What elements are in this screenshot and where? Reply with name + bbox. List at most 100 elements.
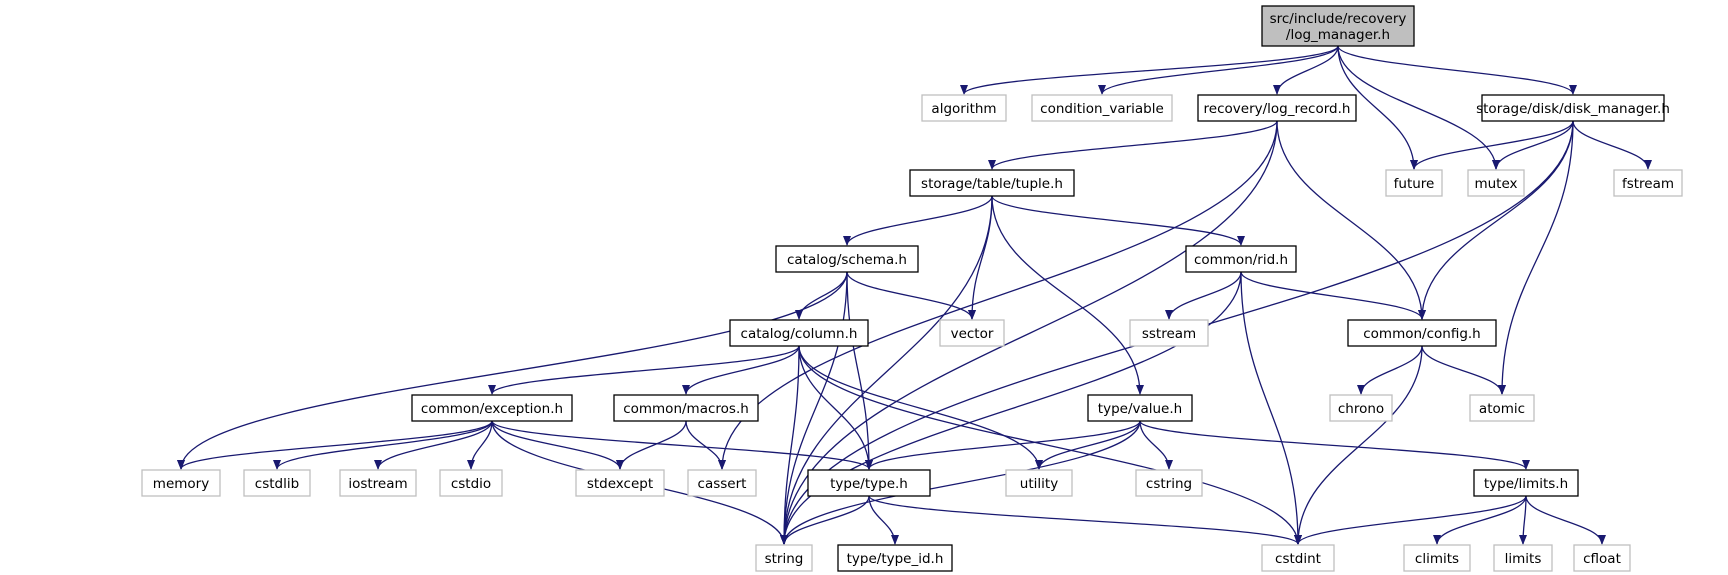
node-cstring: cstring (1135, 469, 1203, 497)
node-storage-disk-disk-manager-h[interactable]: storage/disk/disk_manager.h (1476, 94, 1670, 122)
node-box (1135, 469, 1203, 497)
node-box (1469, 394, 1535, 422)
node-box (909, 169, 1075, 197)
edge-column-to-utility (798, 345, 1043, 470)
node-label: common/rid.h (1194, 252, 1288, 268)
node-catalog-column-h[interactable]: catalog/column.h (729, 319, 869, 347)
node-box (1261, 544, 1335, 572)
edge-schema-to-type (846, 271, 873, 470)
node-label: sstream (1142, 326, 1196, 342)
node-string: string (755, 544, 813, 572)
node-label: catalog/schema.h (787, 252, 907, 268)
edge-schema-to-memory (177, 271, 848, 470)
edge-value-to-string (780, 420, 1141, 545)
node-box (1481, 94, 1665, 122)
node-box (1197, 94, 1357, 122)
node-label: /log_manager.h (1286, 27, 1390, 43)
node-box (939, 319, 1005, 347)
node-box (1403, 544, 1471, 572)
node-box (1031, 94, 1173, 122)
node-label: type/type.h (830, 476, 908, 492)
node-box (1347, 319, 1497, 347)
node-box (837, 544, 953, 572)
edge-tuple-to-value (991, 195, 1144, 395)
node-box (1493, 544, 1553, 572)
node-label: common/config.h (1363, 326, 1481, 342)
edge-log_record-to-tuple (988, 120, 1278, 170)
node-label: type/value.h (1098, 401, 1182, 417)
node-chrono: chrono (1329, 394, 1393, 422)
edge-rid-to-sstream (1165, 271, 1242, 320)
node-label: type/type_id.h (847, 551, 944, 567)
node-label: stdexcept (587, 476, 653, 492)
edge-tuple-to-rid (991, 195, 1245, 246)
node-label: cstring (1146, 476, 1192, 492)
edge-exception-to-cstdio (467, 420, 493, 470)
node-common-exception-h[interactable]: common/exception.h (411, 394, 573, 422)
edge-log_manager-to-algorithm (960, 45, 1339, 95)
node-type-type-id-h[interactable]: type/type_id.h (837, 544, 953, 572)
node-box (141, 469, 221, 497)
edge-type-to-cstdint (868, 495, 1302, 545)
node-catalog-schema-h[interactable]: catalog/schema.h (775, 245, 919, 273)
node-label: limits (1505, 551, 1542, 567)
edge-exception-to-type (491, 420, 873, 470)
node-box (755, 544, 813, 572)
node-cstdio: cstdio (439, 469, 503, 497)
node-condition-variable: condition_variable (1031, 94, 1173, 122)
node-src-include-recovery-log-manager-h[interactable]: src/include/recovery/log_manager.h (1261, 5, 1415, 47)
edge-value-to-utility (1035, 420, 1141, 470)
node-type-value-h[interactable]: type/value.h (1087, 394, 1193, 422)
edge-config-to-atomic (1421, 345, 1506, 395)
node-label: cstdlib (255, 476, 299, 492)
edge-type-to-string (780, 495, 870, 545)
node-box (1329, 394, 1393, 422)
node-box (775, 245, 919, 273)
edge-column-to-macros (682, 345, 800, 395)
edge-log_manager-to-mutex (1337, 45, 1500, 170)
node-box (439, 469, 503, 497)
edge-column-to-string (780, 345, 800, 545)
node-label: cfloat (1583, 551, 1621, 567)
node-label: cstdint (1275, 551, 1321, 567)
edge-exception-to-stdexcept (491, 420, 624, 470)
node-label: climits (1415, 551, 1459, 567)
node-common-rid-h[interactable]: common/rid.h (1185, 245, 1297, 273)
edge-macros-to-cassert (685, 420, 726, 470)
edge-config-to-cstdint (1294, 345, 1423, 545)
node-box (411, 394, 573, 422)
node-label: cassert (698, 476, 747, 492)
node-label: iostream (348, 476, 407, 492)
edge-exception-to-memory (177, 420, 493, 470)
node-box (1573, 544, 1631, 572)
node-type-type-h[interactable]: type/type.h (807, 469, 931, 497)
node-common-config-h[interactable]: common/config.h (1347, 319, 1497, 347)
node-label: atomic (1479, 401, 1525, 417)
node-label: vector (951, 326, 994, 342)
node-box (1385, 169, 1443, 197)
node-common-macros-h[interactable]: common/macros.h (613, 394, 759, 422)
node-storage-table-tuple-h[interactable]: storage/table/tuple.h (909, 169, 1075, 197)
edge-log_manager-to-disk_manager (1337, 45, 1577, 95)
node-box (1613, 169, 1683, 197)
node-iostream: iostream (339, 469, 417, 497)
edge-config-to-chrono (1357, 345, 1423, 395)
node-mutex: mutex (1467, 169, 1525, 197)
node-type-limits-h[interactable]: type/limits.h (1473, 469, 1579, 497)
edge-macros-to-stdexcept (616, 420, 687, 470)
edge-column-to-exception (488, 345, 800, 395)
node-label: storage/disk/disk_manager.h (1476, 101, 1670, 117)
node-atomic: atomic (1469, 394, 1535, 422)
node-box (1473, 469, 1579, 497)
node-recovery-log-record-h[interactable]: recovery/log_record.h (1197, 94, 1357, 122)
node-fstream: fstream (1613, 169, 1683, 197)
node-climits: climits (1403, 544, 1471, 572)
node-label: string (765, 551, 804, 567)
node-box (1467, 169, 1525, 197)
node-label: common/exception.h (421, 401, 563, 417)
node-future: future (1385, 169, 1443, 197)
edge-type-to-type_id (868, 495, 899, 545)
node-box (1005, 469, 1073, 497)
node-box (339, 469, 417, 497)
